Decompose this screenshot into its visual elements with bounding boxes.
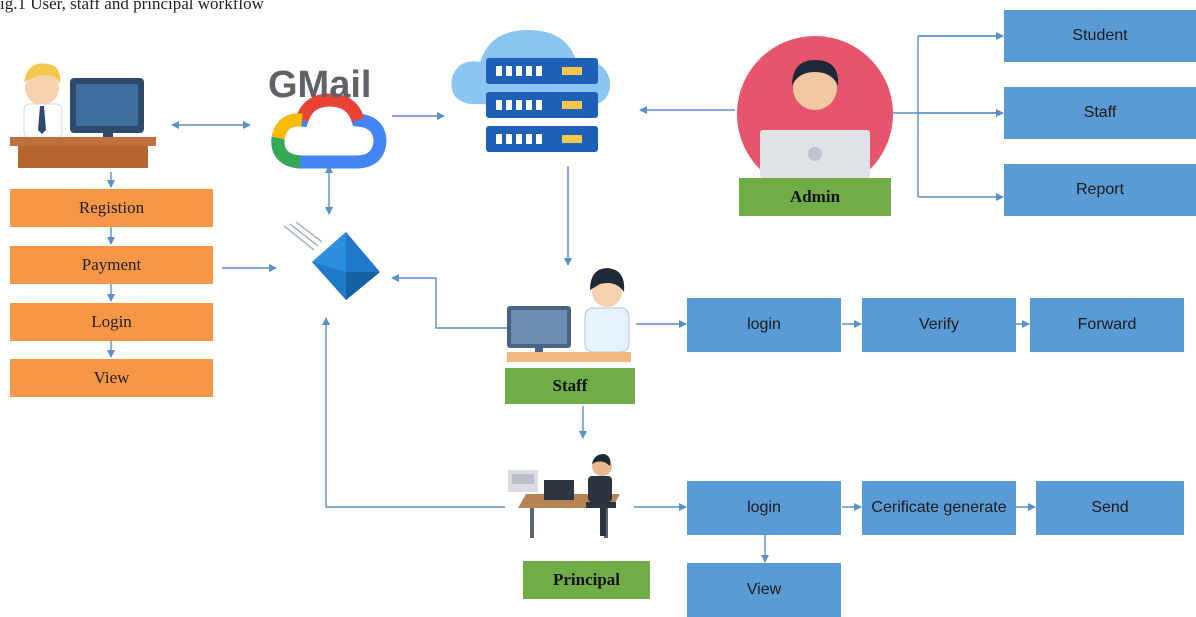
step-login-label: Login [91, 312, 132, 332]
step-registion-label: Registion [78, 198, 145, 218]
step-login: Login [10, 303, 213, 341]
principal-label-text: Principal [552, 570, 621, 590]
principal-flow-login-label: login [747, 499, 781, 516]
admin-menu-student: Student [1004, 10, 1196, 62]
staff-flow-verify: Verify [862, 298, 1016, 352]
principal-label: Principal [523, 561, 650, 599]
user-at-desk-icon [10, 63, 156, 168]
admin-menu-report: Report [1004, 164, 1196, 216]
arrow-principal-mail [322, 317, 505, 508]
principal-at-desk-icon [508, 454, 620, 538]
arrow-staff-mail [391, 274, 508, 329]
principal-flow-certificate: Cerificate generate [862, 481, 1016, 535]
principal-flow-certificate-label: Cerificate generate [871, 499, 1007, 516]
principal-flow-view-label: View [746, 581, 782, 598]
step-registion: Registion [10, 189, 213, 227]
google-cloud-icon [271, 93, 387, 169]
admin-menu-student-label: Student [1072, 27, 1128, 44]
admin-menu-staff: Staff [1004, 87, 1196, 139]
staff-flow-login-label: login [747, 316, 781, 333]
cloud-server-icon [451, 30, 611, 152]
staff-flow-verify-label: Verify [918, 316, 959, 333]
step-payment-label: Payment [81, 255, 142, 275]
admin-label-text: Admin [789, 187, 841, 207]
staff-label: Staff [505, 368, 635, 404]
principal-flow-send: Send [1036, 481, 1184, 535]
step-payment: Payment [10, 246, 213, 284]
staff-flow-forward: Forward [1030, 298, 1184, 352]
staff-at-desk-icon [507, 268, 631, 362]
step-view: View [10, 359, 213, 397]
admin-menu-report-label: Report [1075, 181, 1125, 198]
gmail-logo-icon: GMail [268, 64, 371, 106]
step-view-label: View [93, 368, 130, 388]
principal-flow-view: View [687, 563, 841, 617]
principal-flow-login: login [687, 481, 841, 535]
gmail-logo-text: GMail [268, 64, 371, 106]
admin-label: Admin [739, 178, 891, 216]
figure-caption: ig.1 User, staff and principal workflow [0, 0, 264, 13]
email-envelope-icon [283, 221, 380, 300]
admin-avatar-icon [737, 36, 893, 192]
staff-flow-forward-label: Forward [1077, 316, 1137, 333]
principal-flow-send-label: Send [1091, 499, 1129, 516]
arrow-admin-menu [893, 35, 1003, 197]
admin-menu-staff-label: Staff [1083, 104, 1117, 121]
staff-flow-login: login [687, 298, 841, 352]
staff-label-text: Staff [552, 376, 588, 396]
